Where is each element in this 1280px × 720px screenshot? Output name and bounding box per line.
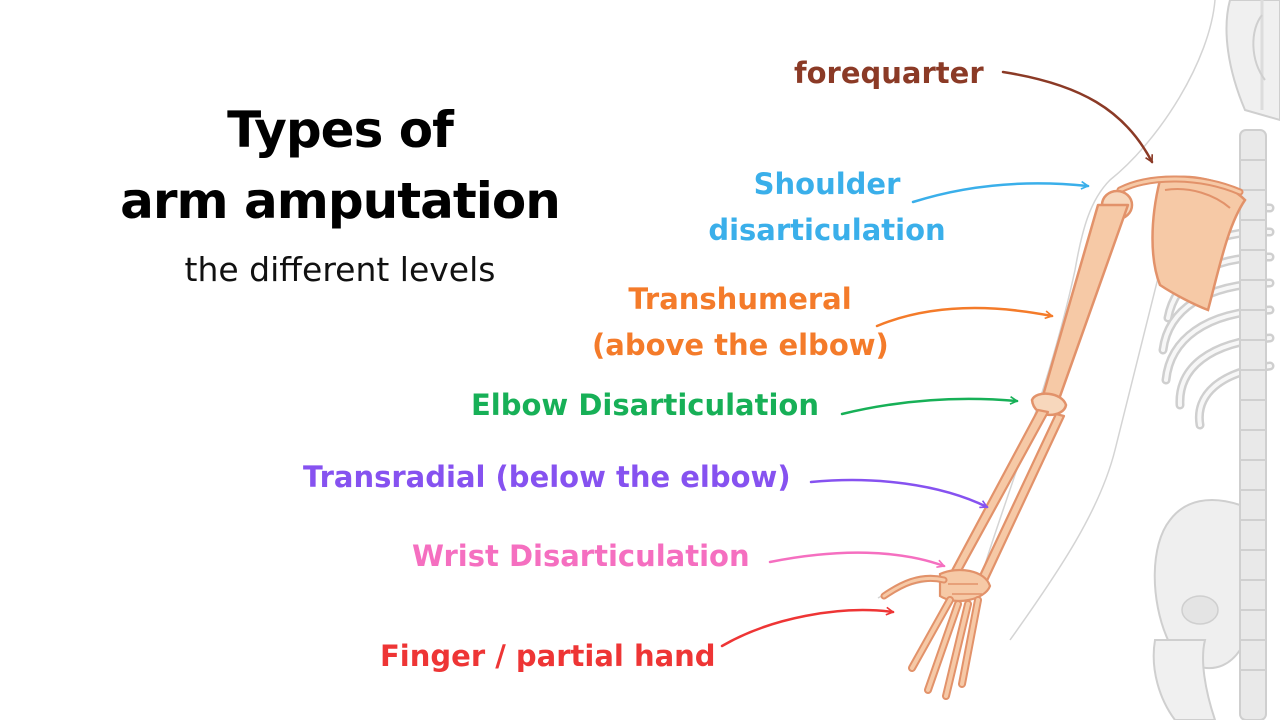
title-line-1: Types of bbox=[227, 101, 454, 159]
arrow-finger bbox=[720, 610, 893, 648]
skeleton-arm bbox=[880, 175, 1247, 700]
arrow-shoulder bbox=[911, 183, 1088, 204]
label-shoulder-line-1: Shoulder bbox=[753, 167, 901, 201]
arrow-forequarter bbox=[1001, 70, 1154, 162]
subtitle: the different levels bbox=[184, 250, 496, 289]
label-transhumeral-line-1: Transhumeral bbox=[628, 282, 852, 316]
arrow-transhumeral bbox=[875, 306, 1052, 328]
title-line-2: arm amputation bbox=[120, 172, 561, 230]
label-finger-line-1: Finger / partial hand bbox=[380, 639, 716, 673]
arrow-transradial bbox=[809, 478, 987, 509]
label-forequarter-line-1: forequarter bbox=[794, 56, 984, 90]
label-finger: Finger / partial hand bbox=[380, 633, 716, 679]
label-transhumeral-line-2: (above the elbow) bbox=[592, 328, 889, 362]
label-wrist: Wrist Disarticulation bbox=[412, 533, 750, 579]
label-elbow-line-1: Elbow Disarticulation bbox=[471, 388, 819, 422]
label-elbow: Elbow Disarticulation bbox=[471, 382, 819, 428]
label-transhumeral: Transhumeral (above the elbow) bbox=[592, 276, 889, 368]
arrow-elbow bbox=[840, 399, 1017, 416]
label-shoulder: Shoulder disarticulation bbox=[705, 161, 949, 253]
label-wrist-line-1: Wrist Disarticulation bbox=[412, 539, 750, 573]
level-arrows bbox=[720, 70, 1154, 648]
label-transradial-line-1: Transradial (below the elbow) bbox=[303, 460, 791, 494]
arrow-wrist bbox=[768, 551, 944, 566]
label-forequarter: forequarter bbox=[794, 50, 984, 96]
label-shoulder-line-2: disarticulation bbox=[708, 213, 946, 247]
label-transradial: Transradial (below the elbow) bbox=[303, 454, 791, 500]
